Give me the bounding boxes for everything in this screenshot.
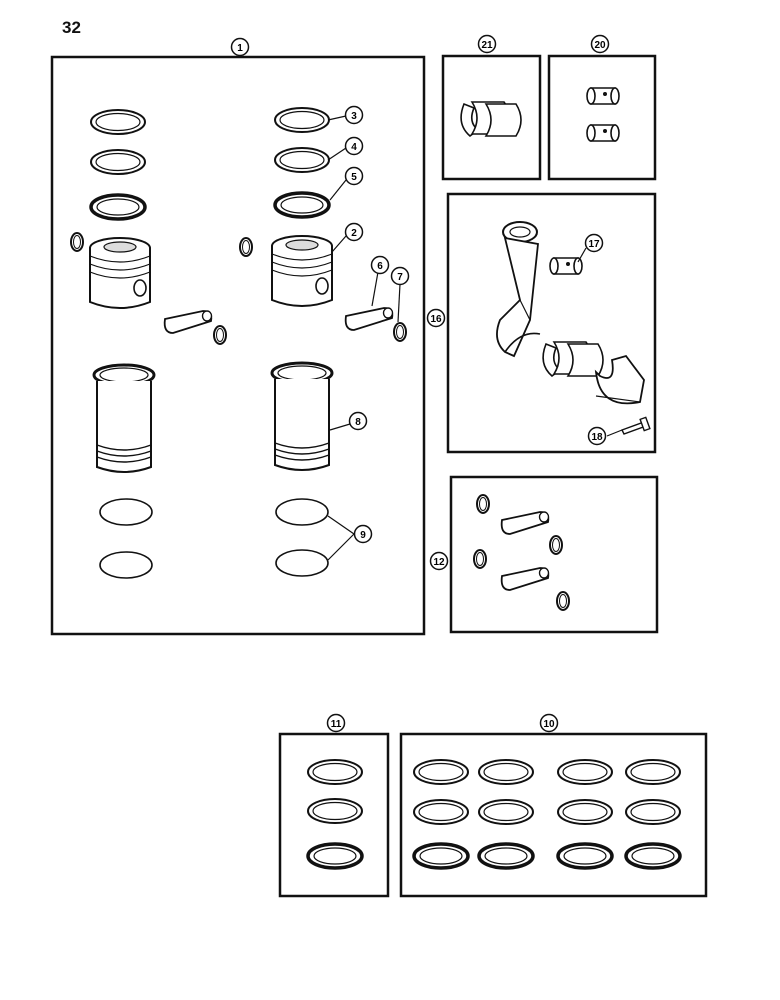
callout-20: 20 (590, 34, 610, 54)
callout-12: 12 (429, 551, 449, 571)
piston-icon (271, 235, 333, 307)
bolt-icon (621, 416, 651, 435)
callout-2: 2 (344, 222, 364, 242)
piston-ring-icon (274, 107, 330, 133)
callout-label: 4 (351, 142, 357, 153)
piston-ring-icon (556, 842, 614, 870)
callout-label: 17 (588, 239, 600, 250)
callout-8: 8 (348, 411, 368, 431)
kit-box-10 (399, 732, 708, 898)
callout-label: 10 (543, 719, 555, 730)
callout-label: 11 (331, 719, 342, 730)
piston-ring-icon (90, 149, 146, 175)
snap-ring-icon (70, 232, 84, 252)
callout-label: 20 (594, 40, 606, 51)
rod-cap-icon (594, 354, 645, 405)
callout-18: 18 (587, 426, 607, 446)
callout-17: 17 (584, 233, 604, 253)
snap-ring-icon (549, 535, 563, 555)
callout-11: 11 (326, 713, 346, 733)
piston-ring-icon (307, 759, 363, 785)
piston-ring-icon (624, 842, 682, 870)
snap-ring-icon (213, 325, 227, 345)
snap-ring-icon (393, 322, 407, 342)
bearing-shell-icon (460, 101, 522, 137)
callout-label: 8 (355, 417, 361, 428)
bushing-icon (586, 124, 620, 142)
piston-ring-icon (557, 759, 613, 785)
callout-21: 21 (477, 34, 497, 54)
piston-ring-icon (413, 759, 469, 785)
piston-ring-icon (90, 109, 146, 135)
callout-label: 1 (237, 43, 243, 54)
piston-ring-icon (273, 191, 331, 219)
callout-3: 3 (344, 105, 364, 125)
cylinder-liner-icon (92, 363, 156, 474)
callout-label: 3 (351, 111, 357, 122)
kit-box-16 (446, 192, 657, 454)
piston-icon (89, 237, 151, 309)
callout-10: 10 (539, 713, 559, 733)
callout-9: 9 (353, 524, 373, 544)
seal-ring-icon (275, 498, 329, 526)
piston-ring-icon (89, 193, 147, 221)
piston-pin-icon (344, 307, 394, 331)
callout-label: 21 (481, 40, 493, 51)
piston-pin-icon (500, 511, 550, 535)
bearing-shell-icon (542, 341, 604, 377)
callout-4: 4 (344, 136, 364, 156)
seal-ring-icon (99, 498, 153, 526)
callout-label: 2 (351, 228, 357, 239)
callout-16: 16 (426, 308, 446, 328)
piston-ring-icon (625, 799, 681, 825)
piston-ring-icon (478, 759, 534, 785)
kit-box-1 (50, 55, 426, 636)
piston-ring-icon (413, 799, 469, 825)
kit-box-20 (547, 54, 657, 181)
callout-label: 12 (433, 557, 445, 568)
snap-ring-icon (476, 494, 490, 514)
cylinder-liner-icon (270, 361, 334, 472)
piston-ring-icon (412, 842, 470, 870)
kit-box-21 (441, 54, 542, 181)
kit-box-11 (278, 732, 390, 898)
piston-ring-icon (478, 799, 534, 825)
callout-label: 18 (591, 432, 603, 443)
piston-ring-icon (477, 842, 535, 870)
kit-box-12 (449, 475, 659, 634)
callout-5: 5 (344, 166, 364, 186)
callout-label: 5 (351, 172, 357, 183)
callout-label: 9 (360, 530, 366, 541)
snap-ring-icon (239, 237, 253, 257)
callout-label: 7 (397, 272, 403, 283)
bushing-icon (586, 87, 620, 105)
seal-ring-icon (275, 549, 329, 577)
callout-6: 6 (370, 255, 390, 275)
piston-pin-icon (500, 567, 550, 591)
callout-label: 6 (377, 261, 383, 272)
connecting-rod-icon (496, 221, 541, 358)
callout-7: 7 (390, 266, 410, 286)
piston-ring-icon (306, 842, 364, 870)
snap-ring-icon (556, 591, 570, 611)
page-number: 32 (62, 18, 81, 37)
piston-ring-icon (625, 759, 681, 785)
piston-ring-icon (557, 799, 613, 825)
bushing-icon (549, 257, 583, 275)
piston-ring-icon (307, 798, 363, 824)
seal-ring-icon (99, 551, 153, 579)
piston-ring-icon (274, 147, 330, 173)
snap-ring-icon (473, 549, 487, 569)
callout-1: 1 (230, 37, 250, 57)
callout-label: 16 (430, 314, 442, 325)
piston-pin-icon (163, 310, 213, 334)
